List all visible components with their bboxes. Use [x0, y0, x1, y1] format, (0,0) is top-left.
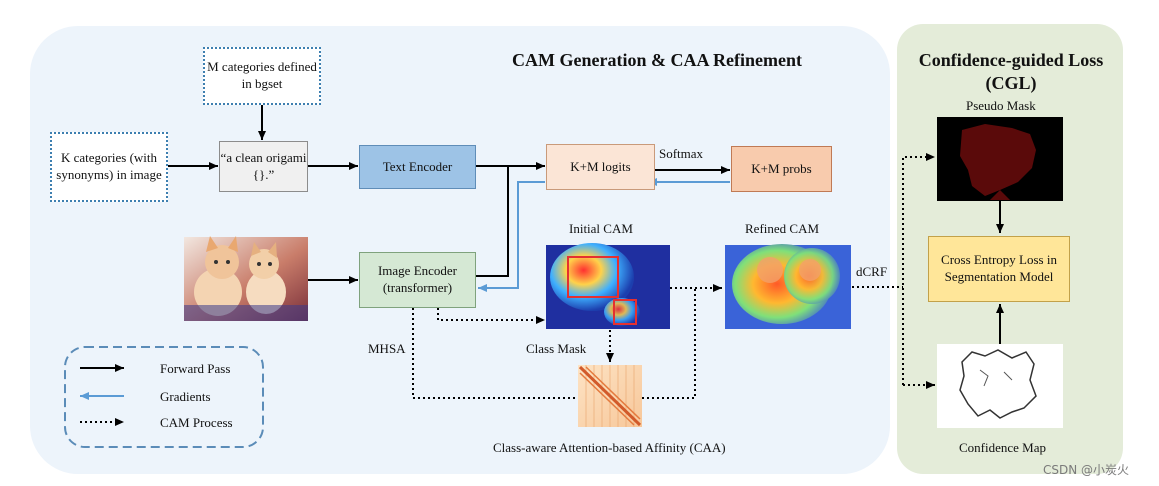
main-panel-title: CAM Generation & CAA Refinement	[512, 50, 802, 70]
mhsa-label: MHSA	[368, 341, 406, 356]
initial-cam-heatmap	[546, 243, 670, 329]
probs-box: K+M probs	[731, 146, 832, 192]
m-categories-box: M categories defined in bgset	[203, 47, 321, 105]
forward-arrows	[168, 105, 1004, 344]
legend-gradient-label: Gradients	[160, 389, 211, 404]
refined-cam-heatmap	[725, 244, 851, 329]
confidence-map-label: Confidence Map	[959, 440, 1047, 455]
cam-encoder-to-initial-cam	[437, 308, 545, 324]
confidence-map-image	[937, 344, 1063, 428]
cam-dcrf-to-pseudo-mask	[902, 153, 935, 385]
pseudo-mask-label: Pseudo Mask	[966, 98, 1036, 113]
pseudo-mask-image	[937, 117, 1063, 201]
prompt-template-box: “a clean origami {}.”	[219, 141, 308, 192]
cgl-panel-title-line1: Confidence-guided Loss	[918, 50, 1104, 70]
gradient-arrows	[478, 178, 730, 292]
cross-entropy-loss-box: Cross Entropy Loss in Segmentation Model	[928, 236, 1070, 302]
legend	[64, 346, 264, 448]
arrow-image-encoder-to-logits	[476, 166, 509, 277]
class-mask-label: Class Mask	[526, 341, 587, 356]
k-categories-box: K categories (with synonyms) in image	[50, 132, 168, 202]
initial-cam-label: Initial CAM	[569, 221, 633, 236]
softmax-label: Softmax	[659, 146, 704, 161]
kitten-photo	[184, 236, 308, 321]
watermark-text: CSDN @小炭火	[1043, 463, 1130, 477]
legend-forward-label: Forward Pass	[160, 361, 231, 376]
cam-affinity-to-refined	[642, 288, 696, 399]
refined-cam-label: Refined CAM	[745, 221, 820, 236]
legend-cam-label: CAM Process	[160, 415, 233, 430]
caa-label: Class-aware Attention-based Affinity (CA…	[493, 440, 726, 455]
gradient-logits-to-image-encoder	[478, 181, 545, 292]
dcrf-label: dCRF	[856, 264, 888, 279]
cgl-panel-title-line2: (CGL)	[985, 73, 1037, 93]
text-encoder-box: Text Encoder	[359, 145, 476, 189]
cam-process-arrows	[412, 153, 935, 399]
cam-mhsa-to-affinity	[412, 308, 578, 399]
image-encoder-box: Image Encoder (transformer)	[359, 252, 476, 308]
affinity-matrix	[578, 365, 642, 427]
logits-box: K+M logits	[546, 144, 655, 190]
